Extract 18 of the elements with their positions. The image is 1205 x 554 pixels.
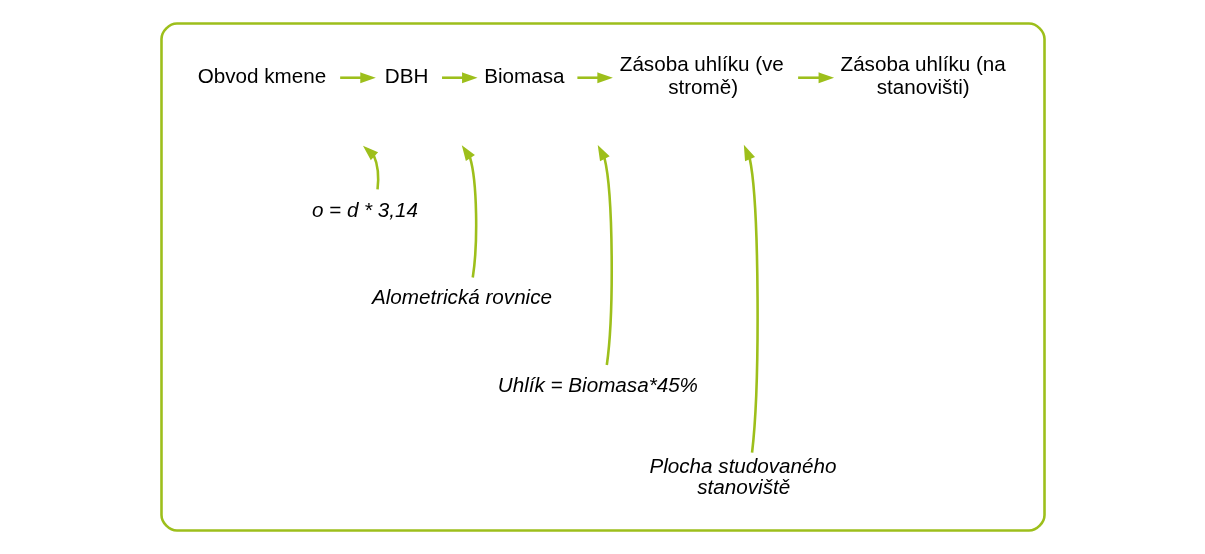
arrow: [743, 144, 759, 453]
node-text: DBH: [384, 63, 428, 87]
arrow: [362, 145, 379, 190]
node-text: Obvod kmene: [197, 63, 326, 87]
arrow: [797, 72, 834, 84]
node-text: o = d * 3,14: [311, 197, 418, 221]
cluster: [159, 22, 1046, 532]
node-text: Alometrická rovnice: [371, 285, 552, 309]
node-text: Uhlík = Biomasa*45%: [497, 373, 698, 397]
arrow: [461, 145, 477, 278]
arrow: [339, 72, 376, 84]
arrow: [597, 144, 613, 366]
node-text: Plocha studovaného stanoviště: [648, 454, 837, 499]
arrow: [576, 72, 613, 84]
node-text: Zásoba uhlíku (na stanovišti): [840, 52, 1006, 99]
node-text: Biomasa: [483, 63, 565, 87]
arrow: [441, 72, 478, 84]
node-text: Zásoba uhlíku (ve stromě): [619, 52, 784, 99]
